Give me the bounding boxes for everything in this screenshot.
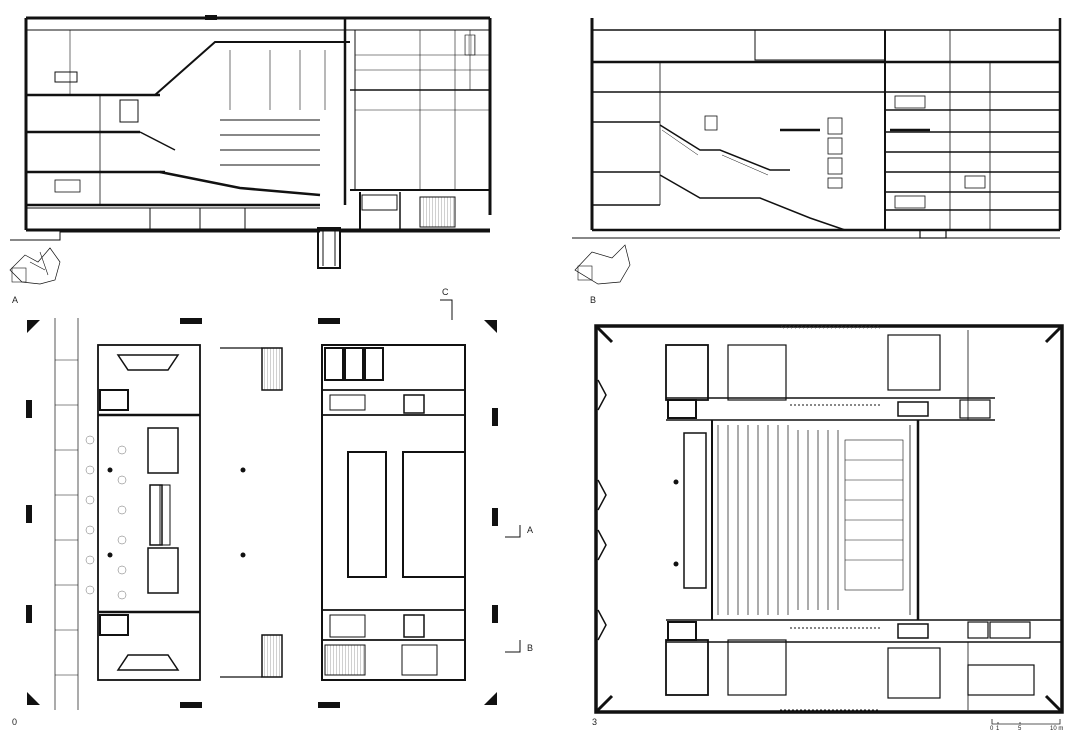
plan-level3-label: 3 <box>592 717 598 727</box>
scale-bar: 0 1 5 10 m <box>990 718 1065 736</box>
section-b-label: B <box>590 295 597 305</box>
plan-level3-drawing <box>594 324 1064 714</box>
scale-tick-1: 1 <box>996 726 1000 732</box>
scale-tick-10: 10 m <box>1050 726 1064 732</box>
section-b-drawing <box>572 18 1062 285</box>
section-a-label: A <box>12 295 19 305</box>
plan-ground-drawing <box>26 299 521 710</box>
section-marker-b: B <box>527 643 534 653</box>
plan-ground-label: 0 <box>12 717 18 727</box>
section-marker-a: A <box>527 525 534 535</box>
section-a-drawing <box>9 15 492 285</box>
scale-tick-5: 5 <box>1018 726 1022 732</box>
scale-tick-0: 0 <box>990 726 994 732</box>
section-marker-c: C <box>442 287 449 297</box>
scale-bar-graphic <box>991 719 1061 725</box>
